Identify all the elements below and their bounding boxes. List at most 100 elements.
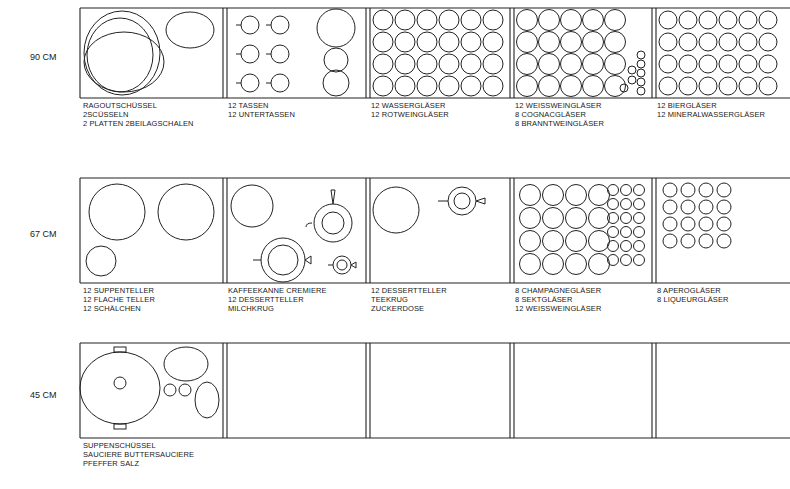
small-glass [608,185,619,196]
glass [719,33,737,51]
glass [439,10,459,30]
glass [395,10,415,30]
item-label: 12 SCHÄLCHEN [83,304,155,313]
divider [369,178,370,283]
divider [651,8,652,98]
small-glass [637,78,645,86]
item-label: MILCHKRUG [228,304,327,313]
item-label: 12 FLACHE TELLER [83,295,155,304]
glass [520,185,541,206]
spout [331,190,335,204]
item-label: 8 COGNACGLÄSER [515,110,604,119]
handle [306,223,312,227]
item-label: 12 UNTERTASSEN [228,110,295,119]
small-glass [637,87,645,95]
divider [513,343,514,438]
glass [483,10,503,30]
item-label: 12 WEISSWEINGLÄSER [515,304,601,313]
item-label: TEEKRUG [371,295,447,304]
small-glass [620,84,628,92]
glass [520,254,541,275]
cup-handle [236,54,241,55]
divider [365,8,366,98]
glass [373,54,393,74]
glass [373,10,393,30]
small-glass [608,227,619,238]
item-label: SUPPENSCHÜSSEL [83,441,194,450]
divider [369,343,370,438]
glass [739,33,757,51]
glass [417,54,437,74]
small-glass [621,199,632,210]
divider [226,8,227,98]
divider [655,178,656,283]
glass [663,200,677,214]
small-glass [634,185,645,196]
glass [699,200,713,214]
tureen-knob [114,377,126,389]
lid [322,212,344,234]
glass [566,254,587,275]
item-label: 2 PLATTEN 2BEILAGSCHALEN [83,119,194,128]
divider [655,343,656,438]
butter-sauciere [195,382,219,418]
glass [717,183,731,197]
item-label: 8 LIQUEURGLÄSER [657,295,729,304]
glass [605,10,626,31]
compartment: 8 APEROGLÄSER8 LIQUEURGLÄSER [654,178,790,283]
small-glass [621,213,632,224]
glass [659,77,677,95]
glass [520,208,541,229]
glass [539,76,560,97]
coffee-pot [314,204,352,242]
compartment: RAGOUTSCHÜSSEL2SCÜSSELN2 PLATTEN 2BEILAG… [80,8,225,98]
glass [461,32,481,52]
tea-pot [448,187,476,215]
glass [659,11,677,29]
glass [539,32,560,53]
glass [483,76,503,96]
glass [373,32,393,52]
shelf-line [80,282,790,283]
shelf-frames [80,8,790,438]
glass [395,54,415,74]
divider [222,343,223,438]
small-glass [634,241,645,252]
glass [605,54,626,75]
small-glass [608,255,619,266]
divider [655,8,656,98]
small-glass [608,213,619,224]
small-glass [621,241,632,252]
item-label: 12 BIERGLÄSER [657,101,765,110]
item-label: 2SCÜSSELN [83,110,194,119]
small-glass [637,60,645,68]
cup [241,16,259,34]
glass [681,183,695,197]
compartment-caption: 8 CHAMPAGNEGLÄSER8 SEKTGLÄSER12 WEISSWEI… [515,286,601,313]
compartment-caption: 12 DESSERTTELLERTEEKRUGZUCKERDOSE [371,286,447,313]
small-glass [608,241,619,252]
dessert-plate [231,185,273,227]
glass [699,77,717,95]
small-glass [637,69,645,77]
glass [589,208,610,229]
small-glass [621,255,632,266]
glass [461,76,481,96]
item-label: RAGOUTSCHÜSSEL [83,101,194,110]
glass [739,77,757,95]
cup [271,74,289,92]
divider [222,178,223,283]
dessert-plate-inner [268,245,298,275]
divider [513,178,514,283]
compartment: 12 BIERGLÄSER12 MINERALWASSERGLÄSER [654,8,790,98]
glass [543,208,564,229]
small-glass [637,51,645,59]
glass [699,234,713,248]
jug-spout [328,262,356,268]
compartment: 8 CHAMPAGNEGLÄSER8 SEKTGLÄSER12 WEISSWEI… [512,178,654,283]
glass [679,11,697,29]
cup-handle [236,25,241,26]
compartment-caption: KAFFEEKANNE CREMIERE12 DESSERTTELLERMILC… [228,286,327,313]
tureen-handle [114,424,126,429]
milk-jug [333,256,351,274]
